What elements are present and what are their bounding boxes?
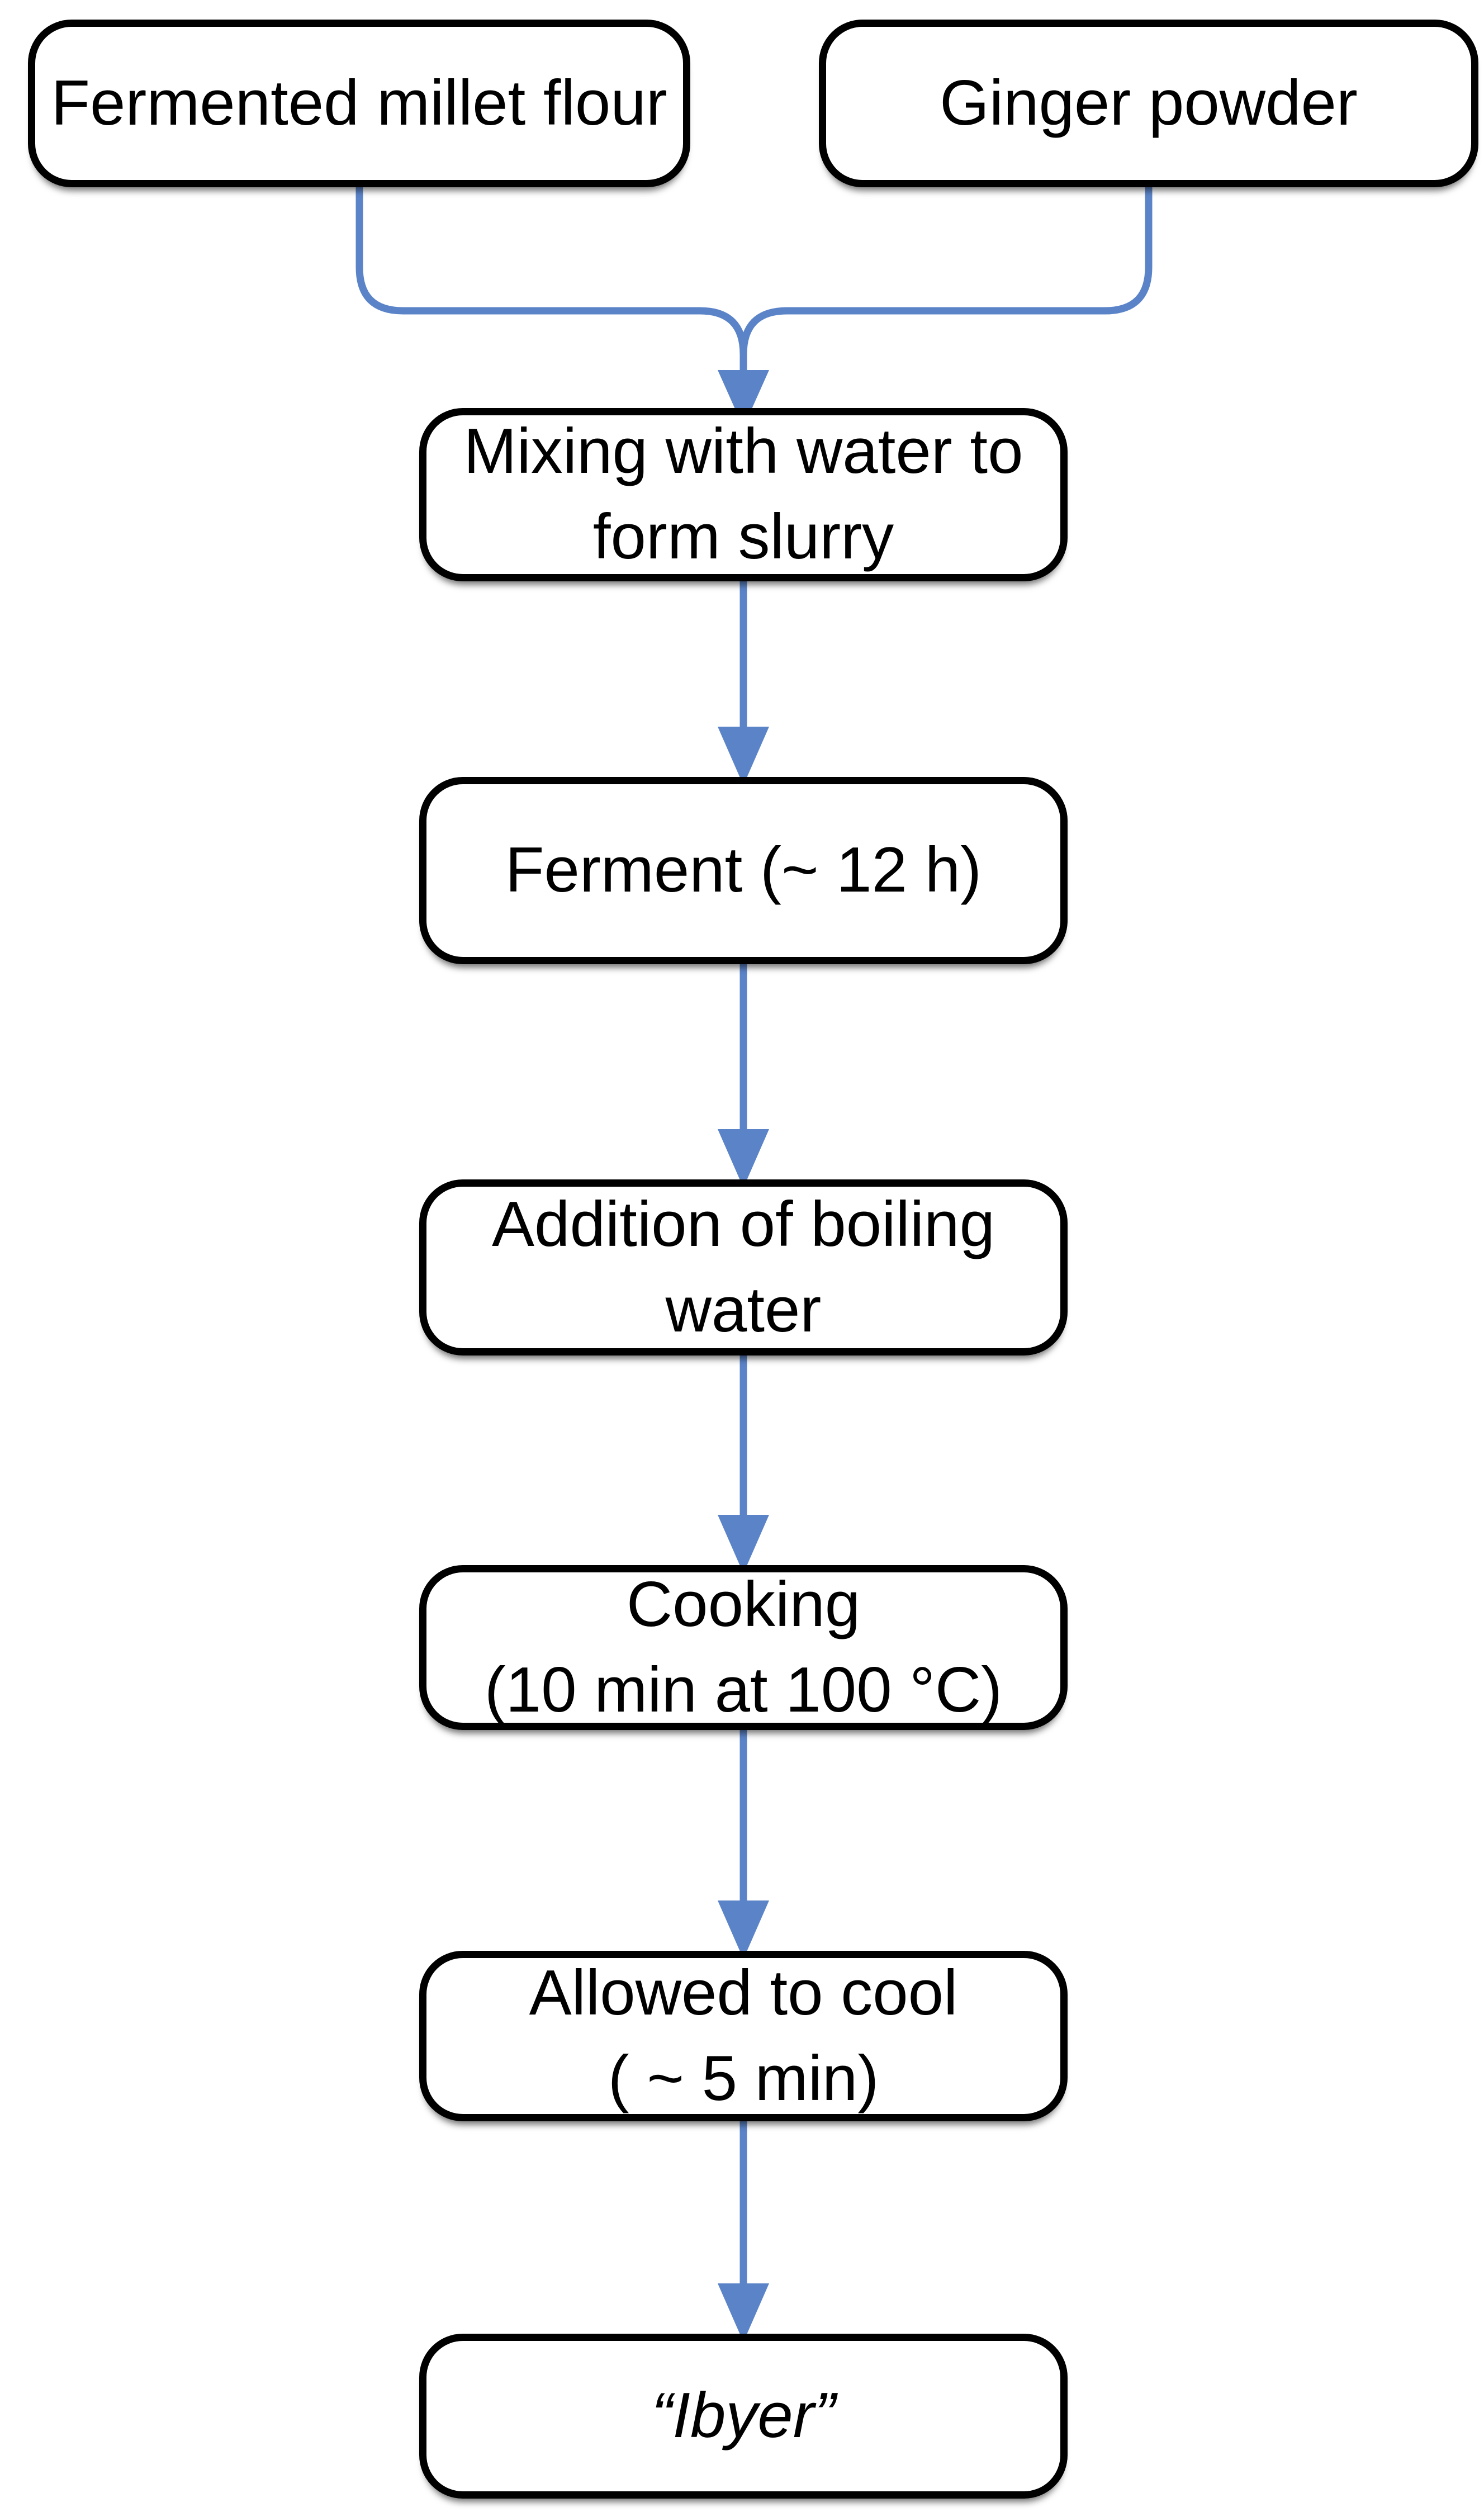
node-addition-of-boiling-water: Addition of boiling water bbox=[419, 1179, 1068, 1355]
arrowhead-boiling-to-cooking-icon bbox=[718, 1515, 769, 1573]
arrowhead-mixing-to-ferment-icon bbox=[718, 727, 769, 785]
node-cooking: Cooking (10 min at 100 °C) bbox=[419, 1565, 1068, 1730]
node-allowed-to-cool: Allowed to cool ( ~ 5 min) bbox=[419, 1951, 1068, 2121]
arrowhead-ferment-to-boiling-icon bbox=[718, 1129, 769, 1188]
node-mixing-with-water: Mixing with water to form slurry bbox=[419, 408, 1068, 581]
merge-connector-left bbox=[355, 187, 747, 372]
merge-arrowhead-icon bbox=[718, 370, 769, 428]
node-ginger-powder: Ginger powder bbox=[819, 20, 1478, 187]
node-ibyer-final-product: “Ibyer” bbox=[419, 2334, 1068, 2499]
arrowhead-cooling-to-final-icon bbox=[718, 2283, 769, 2342]
merge-connector-right bbox=[739, 187, 1153, 372]
arrowhead-cooking-to-cooling-icon bbox=[718, 1900, 769, 1959]
node-fermented-millet-flour: Fermented millet flour bbox=[28, 20, 690, 187]
node-ferment: Ferment (~ 12 h) bbox=[419, 777, 1068, 964]
